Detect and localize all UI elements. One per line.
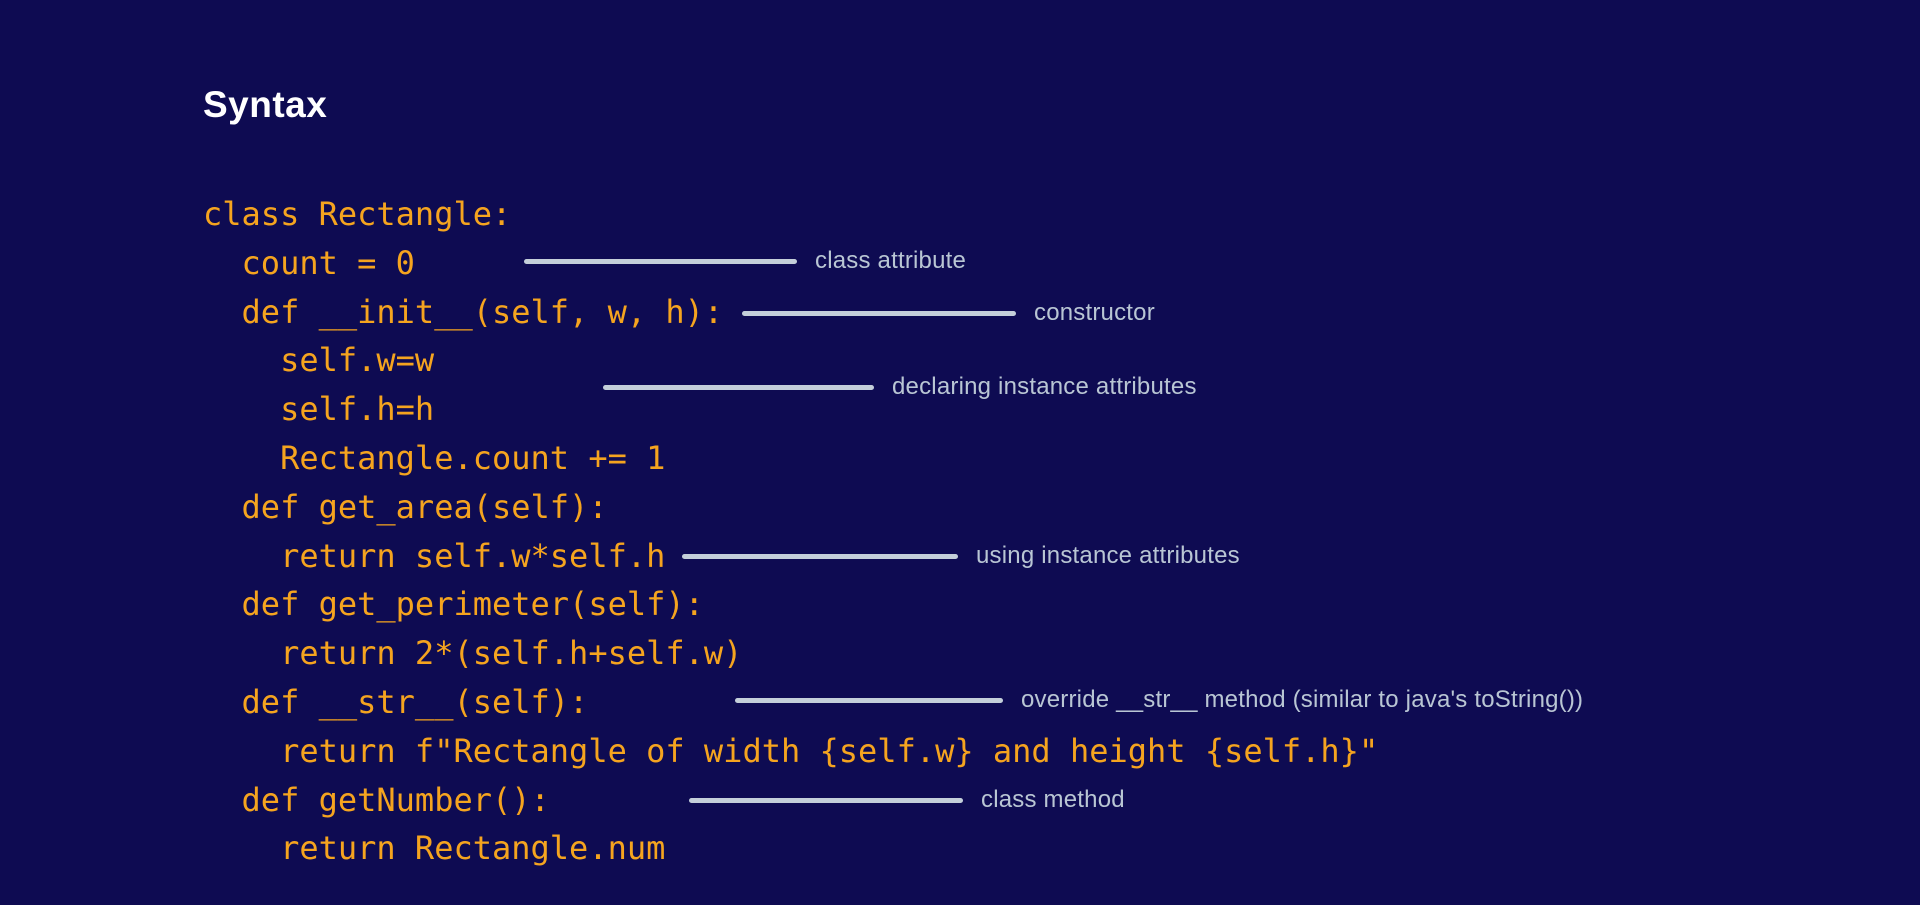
code-line: def get_area(self): [203,487,608,526]
code-block: class Rectangle: count = 0 def __init__(… [203,190,1378,873]
code-line: def getNumber(): [203,780,550,819]
code-line: Rectangle.count += 1 [203,438,666,477]
code-line: return Rectangle.num [203,829,666,868]
code-line: def __str__(self): [203,682,589,721]
code-line: self.h=h [203,390,435,429]
page-title: Syntax [203,84,328,125]
code-line: count = 0 [203,243,415,282]
code-line: return self.w*self.h [203,536,666,575]
code-line: return 2*(self.h+self.w) [203,634,743,673]
code-line: self.w=w [203,341,435,380]
code-line: class Rectangle: [203,195,512,233]
code-line: def __init__(self, w, h): [203,292,724,331]
code-line: def get_perimeter(self): [203,585,704,624]
code-line: return f"Rectangle of width {self.w} and… [203,731,1379,770]
